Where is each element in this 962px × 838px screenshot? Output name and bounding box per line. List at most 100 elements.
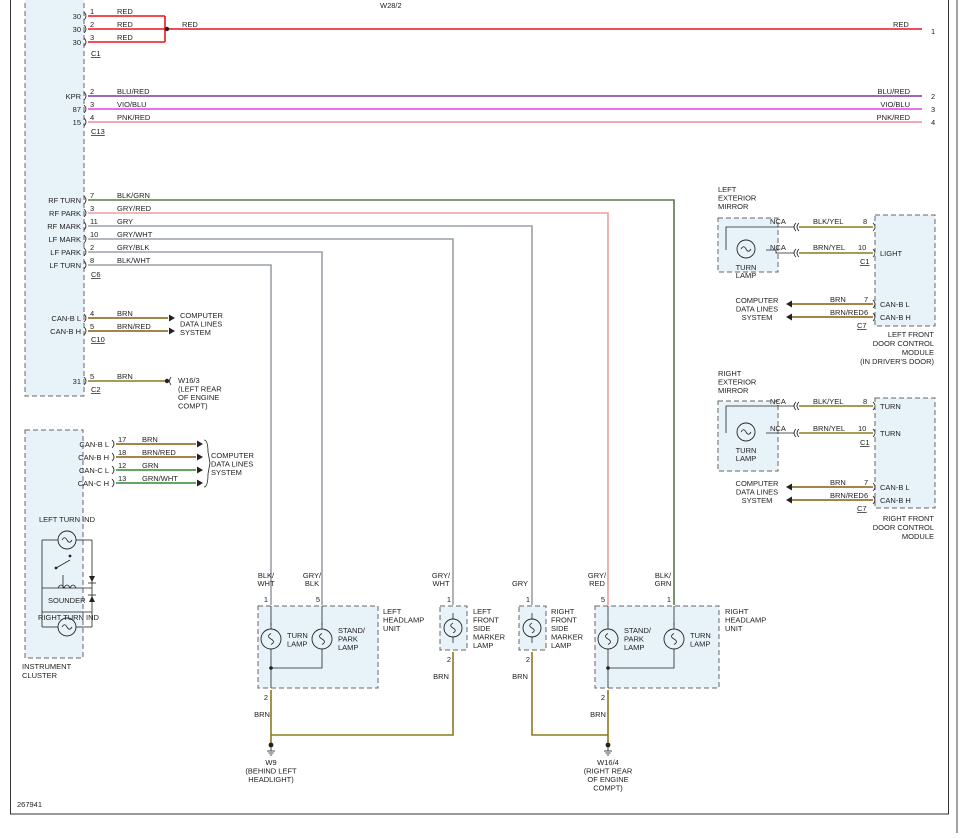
wire-color-label: BRN/RED bbox=[117, 322, 151, 331]
wire-color-label: BRN bbox=[512, 672, 528, 681]
lamp-label: LAMP bbox=[736, 271, 756, 280]
connector-id: C13 bbox=[91, 127, 105, 136]
pin-function-label: LF PARK bbox=[50, 248, 81, 257]
pin-number: 2 bbox=[90, 243, 94, 252]
right-turn-indicator-icon bbox=[61, 624, 73, 630]
ground-label: COMPT) bbox=[593, 784, 623, 793]
module-name: UNIT bbox=[383, 624, 401, 633]
splice-dot bbox=[164, 26, 170, 32]
ground-label: W9 bbox=[265, 758, 276, 767]
wire-color-label: GRY/ bbox=[588, 571, 607, 580]
connector-id: C1 bbox=[860, 257, 870, 266]
wire-gry-blk bbox=[88, 251, 323, 605]
pin-function-label: LF TURN bbox=[49, 261, 81, 270]
pin-number: 2 bbox=[447, 655, 451, 664]
ground-w9-icon bbox=[268, 742, 274, 748]
connector-icon bbox=[83, 376, 87, 386]
switch-icon bbox=[54, 566, 58, 570]
mirror-title: LEFT bbox=[718, 185, 737, 194]
pin-number: 17 bbox=[118, 435, 126, 444]
wire-color-label: BLK bbox=[305, 579, 319, 588]
lamp-label: TURN bbox=[690, 631, 711, 640]
nca-label: NCA bbox=[770, 217, 786, 226]
wire-color-label: BRN bbox=[117, 372, 133, 381]
ground-connector-icon bbox=[169, 376, 172, 386]
wire-color-label: PNK/RED bbox=[877, 113, 911, 122]
arrow-left-icon bbox=[786, 496, 792, 504]
right-turn-lamp-icon bbox=[671, 633, 677, 645]
left-mirror-turn-lamp-icon bbox=[740, 246, 752, 252]
pin-number: 5 bbox=[90, 322, 94, 331]
wire-color-label: BRN/YEL bbox=[813, 243, 845, 252]
dest-label: SYSTEM bbox=[742, 496, 773, 505]
arrow-right-icon bbox=[197, 440, 203, 448]
dest-label: SYSTEM bbox=[742, 313, 773, 322]
pin-number: 10 bbox=[858, 243, 866, 252]
dest-label: DATA LINES bbox=[211, 460, 253, 469]
pin-number: 8 bbox=[863, 397, 867, 406]
connector-id: C7 bbox=[857, 504, 867, 513]
wire-color-label: RED bbox=[893, 20, 909, 29]
wire-color-label: BRN bbox=[830, 478, 846, 487]
diode-icon bbox=[89, 596, 95, 602]
wire-color-label: GRY bbox=[512, 579, 528, 588]
sounder-coil-icon bbox=[57, 584, 77, 589]
connector-icon bbox=[83, 91, 87, 101]
top-connector-label: W28/2 bbox=[380, 1, 402, 10]
pin-number: 7 bbox=[864, 295, 868, 304]
wire-color-label: GRN bbox=[655, 579, 672, 588]
wire-color-label: VIO/BLU bbox=[117, 100, 147, 109]
pin-number: 13 bbox=[118, 474, 126, 483]
wire-color-label: RED bbox=[182, 20, 198, 29]
wire-gry-wht bbox=[88, 238, 454, 605]
lamp-label: TURN bbox=[287, 631, 308, 640]
module-name: LAMP bbox=[473, 641, 493, 650]
splice-dot bbox=[269, 666, 273, 670]
pin-function-label: 30 bbox=[73, 38, 81, 47]
lamp-label: PARK bbox=[338, 635, 358, 644]
ground-label: COMPT) bbox=[178, 402, 208, 411]
pin-number: 6 bbox=[864, 308, 868, 317]
wire-color-label: BLK/ bbox=[655, 571, 672, 580]
module-name: LEFT bbox=[473, 607, 492, 616]
arrow-right-icon bbox=[197, 466, 203, 474]
pin-number: 7 bbox=[90, 191, 94, 200]
module-name: (IN DRIVER'S DOOR) bbox=[860, 357, 934, 366]
right-mirror bbox=[717, 400, 779, 472]
wire-color-label: GRY/ bbox=[432, 571, 451, 580]
left-park-lamp-icon bbox=[319, 633, 325, 645]
wire-color-label: BLK/WHT bbox=[117, 256, 151, 265]
wire-brn bbox=[531, 652, 608, 736]
connector-icon bbox=[83, 208, 87, 218]
pin-number: 10 bbox=[90, 230, 98, 239]
right-mirror-turn-lamp-icon bbox=[736, 422, 756, 442]
mirror-wire bbox=[725, 405, 794, 433]
wire-color-label: GRY/ bbox=[303, 571, 322, 580]
pin-function-label: 31 bbox=[73, 377, 81, 386]
connector-id: C1 bbox=[860, 438, 870, 447]
module-name: HEADLAMP bbox=[383, 616, 424, 625]
wire-brn bbox=[271, 652, 454, 736]
wire-color-label: GRY/WHT bbox=[117, 230, 153, 239]
left-front-door-control-module bbox=[874, 214, 936, 327]
unit-wire bbox=[608, 655, 675, 669]
pin-function-label: LIGHT bbox=[880, 249, 903, 258]
mirror-title: EXTERIOR bbox=[718, 194, 757, 203]
left-side-marker-icon bbox=[450, 622, 456, 634]
dest-label: COMPUTER bbox=[736, 296, 780, 305]
mirror-title: RIGHT bbox=[718, 369, 742, 378]
module-name: MARKER bbox=[473, 633, 506, 642]
pin-number: 5 bbox=[90, 372, 94, 381]
lamp-label: STAND/ bbox=[338, 626, 366, 635]
connector-id: C7 bbox=[857, 321, 867, 330]
dest-pin-number: 3 bbox=[931, 105, 935, 114]
pin-function-label: RF MARK bbox=[47, 222, 81, 231]
nca-label: NCA bbox=[770, 424, 786, 433]
lamp-label: PARK bbox=[624, 635, 644, 644]
ground-label: (BEHIND LEFT bbox=[245, 767, 297, 776]
right-front-door-control-module bbox=[874, 397, 936, 509]
left-turn-indicator-icon bbox=[61, 537, 73, 543]
module-name: HEADLAMP bbox=[725, 616, 766, 625]
pin-function-label: CAN-B L bbox=[880, 483, 910, 492]
